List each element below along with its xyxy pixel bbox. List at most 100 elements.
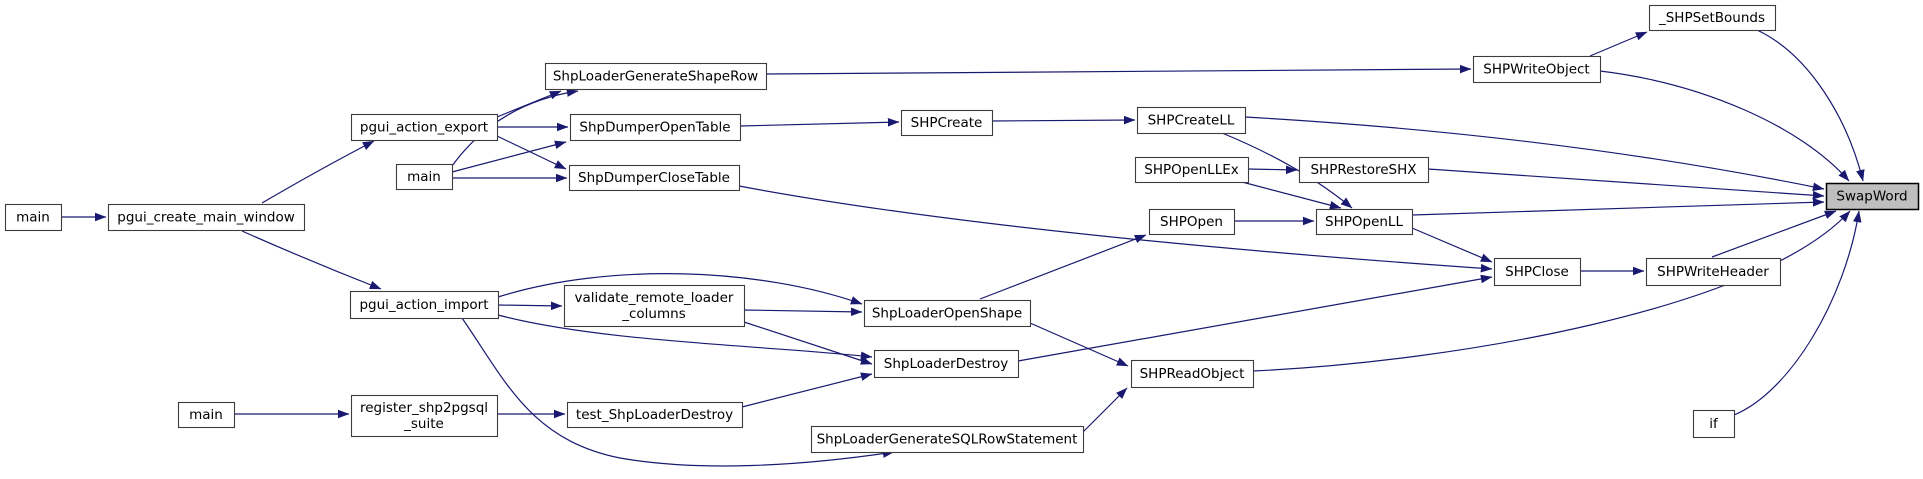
node-main-1[interactable]: main xyxy=(4,203,63,232)
edge-shpopenll-to-shpclose xyxy=(1411,227,1493,263)
node-label: SHPWriteHeader xyxy=(1657,264,1769,280)
node-box[interactable] xyxy=(350,394,499,438)
node-box[interactable] xyxy=(350,113,499,142)
edge-shpwriteheader-to-swapword xyxy=(1711,210,1837,258)
node-shploader-open-shape[interactable]: ShpLoaderOpenShape xyxy=(863,299,1032,328)
node-box[interactable] xyxy=(810,425,1085,454)
node-box[interactable] xyxy=(1136,106,1247,135)
node-pgui-action-export[interactable]: pgui_action_export xyxy=(350,113,499,142)
edge-pgui-action-export-to-shpdumper-close-table xyxy=(496,135,567,170)
node-box[interactable] xyxy=(1472,55,1602,84)
node-shpwriteheader[interactable]: SHPWriteHeader xyxy=(1645,257,1782,287)
node-shploader-destroy[interactable]: ShpLoaderDestroy xyxy=(873,349,1020,379)
node-box[interactable] xyxy=(107,203,306,232)
edge-shploader-destroy-to-shpclose xyxy=(1017,274,1493,362)
edge-pgui-create-main-window-to-pgui-action-export xyxy=(261,140,375,204)
edge-pgui-action-import-to-shploader-generate-sql-row-statement xyxy=(461,317,895,467)
node-box[interactable] xyxy=(4,203,63,232)
node-shpopenll[interactable]: SHPOpenLL xyxy=(1315,208,1414,236)
edge-shpcreate-to-shpcreatell xyxy=(991,115,1136,125)
node-shpreadobject[interactable]: SHPReadObject xyxy=(1130,359,1255,389)
edge-validate-remote-loader-columns-to-shploader-destroy xyxy=(743,321,873,365)
edge-main-2-to-shpdumper-open-table xyxy=(451,140,567,173)
node-box[interactable] xyxy=(1692,409,1736,439)
node-shpopenllex[interactable]: SHPOpenLLEx xyxy=(1134,156,1250,184)
node-main-2[interactable]: main xyxy=(395,163,454,191)
edge-validate-remote-loader-columns-to-shploader-open-shape xyxy=(743,307,863,317)
node-label: SHPOpen xyxy=(1160,214,1223,230)
node-box[interactable] xyxy=(1298,156,1430,184)
node-label: ShpLoaderOpenShape xyxy=(872,306,1022,322)
node-label: SHPRestoreSHX xyxy=(1310,162,1416,178)
node-box[interactable] xyxy=(1148,208,1236,236)
node-label: test_ShpLoaderDestroy xyxy=(576,407,733,423)
node-box[interactable] xyxy=(1315,208,1414,236)
node-label: SHPClose xyxy=(1505,264,1569,280)
node-register-shp2pgsql-suite[interactable]: register_shp2pgsql_suite xyxy=(350,394,499,438)
node-label: SHPWriteObject xyxy=(1483,62,1589,78)
edge-pgui-action-import-to-shploader-destroy xyxy=(497,314,873,361)
node-shpopen[interactable]: SHPOpen xyxy=(1148,208,1236,236)
edge-shpsetbounds-to-swapword xyxy=(1756,29,1865,182)
edge-shpreadobject-to-swapword xyxy=(1252,210,1851,372)
node-box[interactable] xyxy=(177,401,236,429)
edge-shpwriteobject-to-swapword xyxy=(1599,70,1850,182)
node-box[interactable] xyxy=(566,401,744,429)
node-shpclose[interactable]: SHPClose xyxy=(1493,257,1582,287)
node-box[interactable] xyxy=(395,163,454,191)
edge-shprestoreshx-to-swapword xyxy=(1427,168,1825,200)
node-label: SHPOpenLL xyxy=(1325,214,1403,230)
node-label: main xyxy=(16,210,50,226)
node-shprestoreshx[interactable]: SHPRestoreSHX xyxy=(1298,156,1430,184)
node-shpdumper-open-table[interactable]: ShpDumperOpenTable xyxy=(569,113,742,142)
node-shpdumper-close-table[interactable]: ShpDumperCloseTable xyxy=(568,164,741,192)
edge-test-shploaderdestroy-to-shploader-destroy xyxy=(741,372,873,408)
node-box[interactable] xyxy=(1134,156,1250,184)
node-test-shploaderdestroy[interactable]: test_ShpLoaderDestroy xyxy=(566,401,744,429)
node-shpwriteobject[interactable]: SHPWriteObject xyxy=(1472,55,1602,84)
node-label: SHPCreate xyxy=(911,115,983,131)
node-shpsetbounds[interactable]: _SHPSetBounds xyxy=(1648,4,1777,32)
node-shploader-generate-shape-row[interactable]: ShpLoaderGenerateShapeRow xyxy=(544,62,768,91)
node-shpcreatell[interactable]: SHPCreateLL xyxy=(1136,106,1247,135)
node-main-3[interactable]: main xyxy=(177,401,236,429)
node-box[interactable] xyxy=(563,284,746,328)
node-label: SwapWord xyxy=(1836,189,1907,205)
edge-shpopenllex-to-shpopenll xyxy=(1241,181,1342,210)
node-box[interactable] xyxy=(349,290,500,320)
node-label: if xyxy=(1709,416,1719,432)
node-box[interactable] xyxy=(568,164,741,192)
node-label: validate_remote_loader_columns xyxy=(575,290,734,322)
node-label: SHPOpenLLEx xyxy=(1144,162,1238,178)
node-validate-remote-loader-columns[interactable]: validate_remote_loader_columns xyxy=(563,284,746,328)
node-label: register_shp2pgsql_suite xyxy=(360,400,488,432)
node-if[interactable]: if xyxy=(1692,409,1736,439)
edge-shploader-generate-shape-row-to-shpwriteobject xyxy=(765,64,1472,75)
node-label: main xyxy=(189,407,223,423)
node-label: ShpLoaderGenerateSQLRowStatement xyxy=(817,432,1078,448)
node-pgui-create-main-window[interactable]: pgui_create_main_window xyxy=(107,203,306,232)
edge-shpdumper-close-table-to-shpclose xyxy=(738,185,1493,273)
edge-shpcreatell-to-swapword xyxy=(1244,116,1825,191)
node-box[interactable] xyxy=(1648,4,1777,32)
node-label: main xyxy=(407,169,441,185)
node-pgui-action-import[interactable]: pgui_action_import xyxy=(349,290,500,320)
node-shploader-generate-sql-row-statement[interactable]: ShpLoaderGenerateSQLRowStatement xyxy=(810,425,1085,454)
node-box[interactable] xyxy=(873,349,1020,379)
node-shpcreate[interactable]: SHPCreate xyxy=(900,109,994,137)
node-box[interactable] xyxy=(1493,257,1582,287)
node-box[interactable] xyxy=(1645,257,1782,287)
node-box[interactable] xyxy=(1130,359,1255,389)
node-box[interactable] xyxy=(544,62,768,91)
node-box[interactable] xyxy=(863,299,1032,328)
edge-shpopenllex-to-shprestoreshx xyxy=(1247,165,1298,175)
node-label: SHPReadObject xyxy=(1140,366,1245,382)
edge-shploader-generate-sql-row-statement-to-shpreadobject xyxy=(1082,387,1128,433)
edge-main-2-to-shploader-generate-shape-row xyxy=(451,88,579,167)
node-box[interactable] xyxy=(900,109,994,137)
node-box[interactable] xyxy=(569,113,742,142)
edge-pgui-action-import-to-shploader-open-shape xyxy=(497,273,863,305)
node-swapword: SwapWord xyxy=(1825,182,1920,211)
